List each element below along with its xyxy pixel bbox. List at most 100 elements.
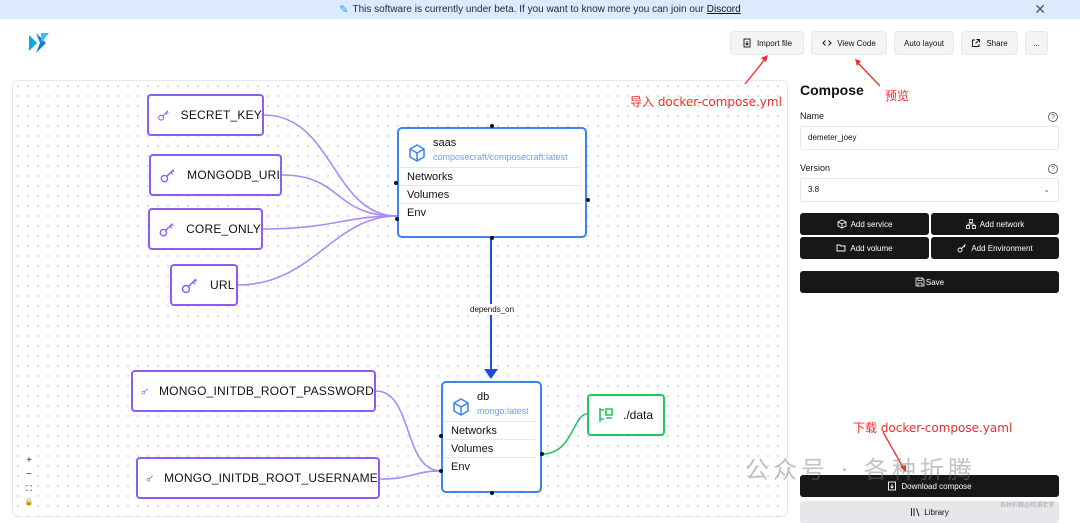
volume-node-data[interactable]: ./data <box>587 394 665 436</box>
key-icon <box>146 475 153 482</box>
graph-canvas[interactable]: SECRET_KEY MONGODB_URI CORE_ONLY URL MON… <box>12 80 788 517</box>
banner-text: This software is currently under beta. I… <box>352 4 704 15</box>
edges-layer <box>237 114 588 480</box>
handle-dot[interactable] <box>490 124 494 128</box>
service-node-db[interactable]: db mongo:latest Networks Volumes Env <box>441 381 542 493</box>
arrowhead-import <box>761 55 768 62</box>
zoom-out-button[interactable]: − <box>26 469 32 480</box>
view-code-button[interactable]: View Code <box>811 31 887 55</box>
env-node-root-username[interactable]: MONGO_INITDB_ROOT_USERNAME <box>136 457 380 499</box>
env-node-secret-key[interactable]: SECRET_KEY <box>147 94 264 136</box>
service-networks-row[interactable]: Networks <box>443 421 535 439</box>
auto-layout-button[interactable]: Auto layout <box>894 31 954 55</box>
network-icon <box>965 219 976 229</box>
file-import-icon <box>743 38 751 48</box>
code-icon <box>822 40 832 46</box>
volume-label: ./data <box>623 408 654 422</box>
handle-dot[interactable] <box>395 217 399 221</box>
help-icon[interactable]: ? <box>1048 164 1058 174</box>
handle-dot[interactable] <box>586 198 590 202</box>
chevron-down-icon: ⌄ <box>1043 185 1050 194</box>
edge-url <box>237 215 398 286</box>
service-volumes-row[interactable]: Volumes <box>443 439 535 457</box>
share-button[interactable]: Share <box>961 31 1018 55</box>
service-env-row[interactable]: Env <box>399 203 580 221</box>
handle-dot[interactable] <box>439 434 443 438</box>
lock-button[interactable]: 🔒 <box>24 499 34 506</box>
arrowhead-view-code <box>855 59 861 66</box>
help-icon[interactable]: ? <box>1048 112 1058 122</box>
download-icon <box>888 481 897 491</box>
env-node-label: CORE_ONLY <box>186 222 261 236</box>
add-network-button[interactable]: Add network <box>931 213 1059 235</box>
import-file-label: Import file <box>756 38 793 48</box>
service-header: saas composecraft/composecraft:latest <box>399 129 585 167</box>
env-node-core-only[interactable]: CORE_ONLY <box>148 208 263 250</box>
service-env-row[interactable]: Env <box>443 457 535 475</box>
edge-volume <box>541 413 588 455</box>
add-service-label: Add service <box>850 219 893 229</box>
add-network-label: Add network <box>979 219 1025 229</box>
more-button[interactable]: ... <box>1025 31 1048 55</box>
handle-dot[interactable] <box>540 452 544 456</box>
add-volume-button[interactable]: Add volume <box>800 237 929 259</box>
close-icon[interactable]: ✕ <box>1034 1 1046 17</box>
annotation-preview: 预览 <box>885 89 910 103</box>
env-node-label: MONGODB_URI <box>187 168 280 182</box>
annotation-download: 下载 docker-compose.yaml <box>853 421 1013 435</box>
cube-icon <box>837 219 847 229</box>
download-compose-label: Download compose <box>901 481 972 491</box>
view-code-label: View Code <box>837 38 876 48</box>
key-icon <box>159 223 174 237</box>
header: Import file View Code Auto layout Share … <box>0 19 1080 67</box>
name-input[interactable]: demeter_joey <box>800 126 1059 150</box>
handle-dot[interactable] <box>490 491 494 495</box>
save-icon <box>915 277 925 287</box>
handle-dot[interactable] <box>490 236 494 240</box>
add-environment-label: Add Environment <box>971 243 1033 253</box>
service-image: composecraft/composecraft:latest <box>433 152 568 162</box>
handle-dot[interactable] <box>394 181 398 185</box>
key-icon <box>957 244 967 253</box>
share-label: Share <box>986 38 1008 48</box>
add-volume-label: Add volume <box>850 243 893 253</box>
import-file-button[interactable]: Import file <box>730 31 804 55</box>
watermark: 公众号 · 各种折腾 <box>745 456 976 484</box>
service-node-saas[interactable]: saas composecraft/composecraft:latest Ne… <box>397 127 587 238</box>
key-icon <box>181 278 198 294</box>
edge-mongodb-uri <box>281 174 398 217</box>
version-select[interactable]: 3.8 ⌄ <box>800 178 1059 202</box>
env-node-mongodb-uri[interactable]: MONGODB_URI <box>149 154 282 196</box>
watermark-small: 各种折腾@杨浦老李 <box>1000 503 1055 509</box>
arrow-to-import <box>744 57 767 85</box>
zoom-controls: + − ⛶ 🔒 <box>21 454 37 510</box>
download-compose-button[interactable]: Download compose <box>800 475 1059 497</box>
app-logo[interactable] <box>27 31 51 55</box>
auto-layout-label: Auto layout <box>903 38 945 48</box>
key-icon <box>158 110 169 121</box>
panel-title: Compose <box>800 82 864 98</box>
annotation-import: 导入 docker-compose.yml <box>630 95 782 109</box>
library-icon <box>911 508 920 517</box>
env-node-root-password[interactable]: MONGO_INITDB_ROOT_PASSWORD <box>131 370 376 412</box>
add-environment-button[interactable]: Add Environment <box>931 237 1059 259</box>
arrow-to-view-code <box>856 61 881 87</box>
env-node-label: MONGO_INITDB_ROOT_USERNAME <box>164 471 378 485</box>
handle-dot[interactable] <box>439 469 443 473</box>
service-image: mongo:latest <box>477 406 529 416</box>
share-icon <box>972 39 981 47</box>
key-icon <box>141 388 148 395</box>
env-node-label: SECRET_KEY <box>180 108 262 122</box>
library-label: Library <box>924 507 949 517</box>
zoom-in-button[interactable]: + <box>26 455 32 466</box>
depends-on-label: depends_on <box>467 304 518 315</box>
service-networks-row[interactable]: Networks <box>399 167 580 185</box>
add-service-button[interactable]: Add service <box>800 213 929 235</box>
discord-link[interactable]: Discord <box>706 4 741 15</box>
env-node-url[interactable]: URL <box>170 264 238 306</box>
service-volumes-row[interactable]: Volumes <box>399 185 580 203</box>
save-button[interactable]: Save <box>800 271 1059 293</box>
version-value: 3.8 <box>808 185 820 194</box>
fit-view-button[interactable]: ⛶ <box>26 484 32 493</box>
